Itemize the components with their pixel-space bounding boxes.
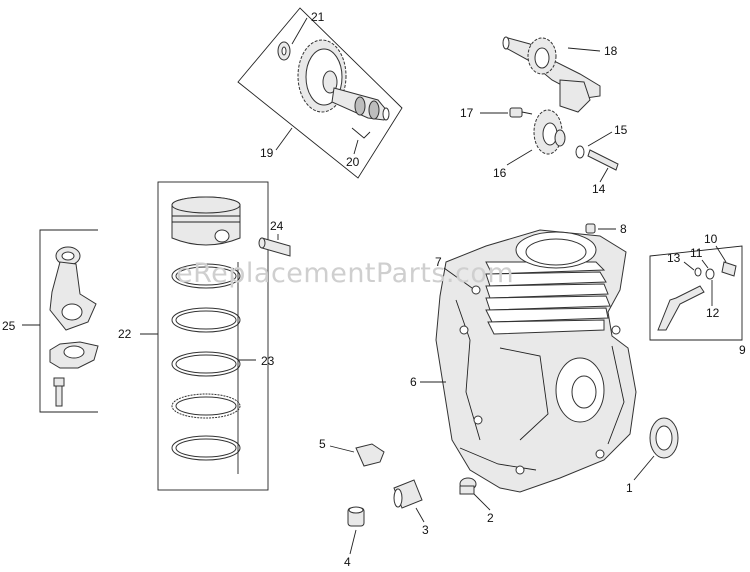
part-label-23: 23 [261, 354, 275, 368]
part-label-17: 17 [460, 106, 474, 120]
part-label-25: 25 [2, 319, 16, 333]
part-label-24: 24 [270, 219, 284, 233]
part-label-13: 13 [667, 251, 681, 265]
piston-group: 22 24 23 [118, 181, 291, 491]
part-label-19: 19 [260, 146, 274, 160]
part-label-4: 4 [344, 555, 351, 569]
part-label-6: 6 [410, 375, 417, 389]
camshaft-group: 21 19 20 [237, 7, 403, 179]
part-label-7: 7 [435, 255, 442, 269]
part-label-9: 9 [739, 343, 746, 357]
part-label-10: 10 [704, 232, 718, 246]
part-label-15: 15 [614, 123, 628, 137]
part-label-2: 2 [487, 511, 494, 525]
part-label-20: 20 [346, 155, 360, 169]
part-label-14: 14 [592, 182, 606, 196]
part-label-21: 21 [311, 10, 325, 24]
part-label-18: 18 [604, 44, 618, 58]
part-label-12: 12 [706, 306, 720, 320]
balance-shaft-group: 18 17 16 15 14 [460, 36, 628, 196]
part-label-22: 22 [118, 327, 132, 341]
connecting-rod-group: 25 [2, 229, 99, 413]
dipstick-group: 13 11 10 12 9 [649, 232, 746, 357]
part-label-3: 3 [422, 523, 429, 537]
part-label-16: 16 [493, 166, 507, 180]
part-label-11: 11 [690, 246, 703, 260]
part-label-5: 5 [319, 437, 326, 451]
watermark: eReplacementParts.com [176, 258, 514, 289]
part-label-8: 8 [620, 222, 627, 236]
part-label-1: 1 [626, 481, 633, 495]
crankcase-group: 6 8 7 1 2 3 4 5 [319, 222, 679, 569]
